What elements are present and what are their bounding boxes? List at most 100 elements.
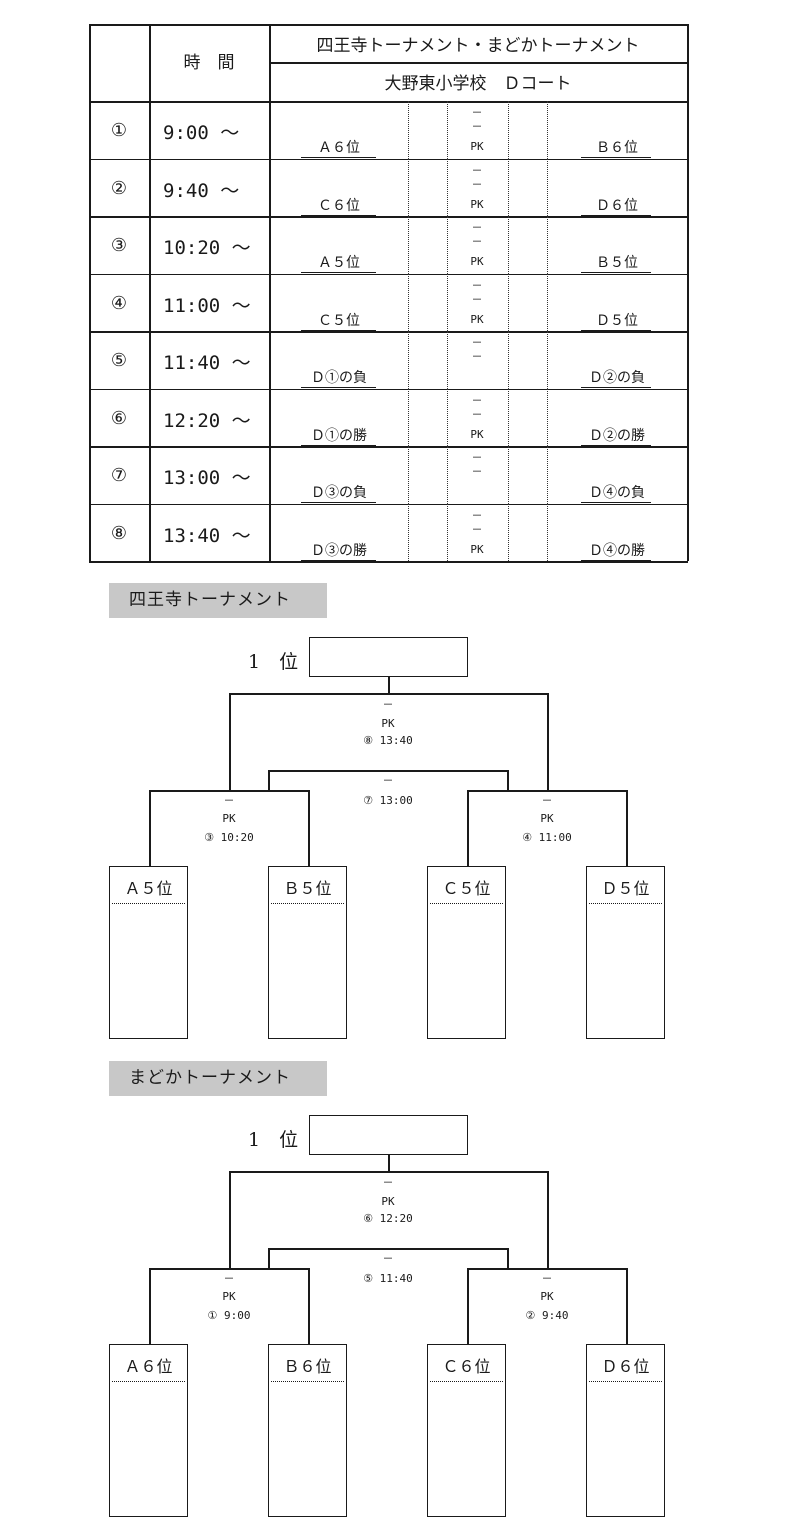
score-divider <box>408 101 409 159</box>
bracket-line <box>467 790 627 792</box>
match-number: ④ <box>110 292 128 314</box>
winner-box <box>309 637 468 677</box>
team-right: Ｄ②の勝 <box>589 427 645 444</box>
score-divider <box>508 101 509 159</box>
team-left: Ａ５位 <box>318 255 360 271</box>
score-divider <box>547 216 548 274</box>
team-divider <box>430 903 503 904</box>
team-box: Ｃ５位 <box>427 866 506 1039</box>
table-border <box>687 24 689 561</box>
table-border <box>89 24 91 561</box>
team-box: Ａ６位 <box>109 1344 188 1517</box>
team-right: Ｂ５位 <box>596 255 638 271</box>
table-border <box>269 24 271 561</box>
team-right: Ｄ④の負 <box>589 485 645 501</box>
bracket-line <box>268 770 270 790</box>
semi-right-pk: PK <box>540 1290 554 1303</box>
score-divider <box>508 388 509 446</box>
match-time: 9:00 ～ <box>163 122 240 144</box>
pk-label: PK <box>470 255 484 268</box>
score-divider <box>447 216 448 274</box>
team-underline <box>301 214 376 216</box>
team-underline <box>581 214 651 216</box>
score-dash: － <box>471 163 483 177</box>
bracket-line <box>268 1248 270 1268</box>
final-dash: － <box>382 698 394 711</box>
score-divider <box>447 503 448 561</box>
bracket-line <box>308 790 310 867</box>
table-title: 四王寺トーナメント・まどかトーナメント <box>316 36 640 56</box>
team-left: Ｃ５位 <box>318 312 360 329</box>
bracket-line <box>467 790 469 867</box>
pk-label: PK <box>470 197 484 211</box>
semi-left-dash: － <box>223 1272 235 1285</box>
team-underline <box>301 444 376 446</box>
semi-right-pk: PK <box>540 812 554 825</box>
semi-left-pk: PK <box>222 812 236 825</box>
table-border <box>89 273 687 275</box>
table-border <box>89 216 687 218</box>
score-divider <box>508 446 509 504</box>
team-underline <box>301 502 376 503</box>
team-left: Ｃ６位 <box>318 197 360 214</box>
bracket-line <box>308 1268 310 1345</box>
score-divider <box>447 158 448 216</box>
team-underline <box>301 559 376 561</box>
team-divider <box>271 903 344 904</box>
pk-label: PK <box>470 312 484 326</box>
score-divider <box>447 331 448 389</box>
score-divider <box>447 388 448 446</box>
team-left: Ｄ①の負 <box>311 370 367 386</box>
team-underline <box>301 272 376 273</box>
score-dash: － <box>471 465 483 478</box>
semi-right-match: ② 9:40 <box>525 1309 569 1322</box>
score-divider <box>508 503 509 561</box>
semi-right-match: ④ 11:00 <box>522 831 572 844</box>
team-right: Ｄ６位 <box>596 197 638 214</box>
team-right: Ｄ５位 <box>596 312 638 329</box>
venue-header: 大野東小学校 Ｄコート <box>384 74 572 94</box>
team-underline <box>581 444 651 446</box>
match-time: 11:40 ～ <box>163 352 251 374</box>
score-dash: － <box>471 508 483 522</box>
bracket-line <box>626 1268 628 1345</box>
team-divider <box>430 1381 503 1382</box>
table-border <box>149 24 151 561</box>
score-divider <box>447 101 448 159</box>
score-dash: － <box>471 106 483 119</box>
team-box: Ｄ５位 <box>586 866 665 1039</box>
match-time: 13:40 ～ <box>163 524 251 547</box>
score-dash: － <box>471 292 483 306</box>
team-divider <box>589 1381 662 1382</box>
semi-left-match: ① 9:00 <box>207 1309 251 1322</box>
score-dash: － <box>471 350 483 363</box>
bracket-line <box>268 770 508 772</box>
team-right: Ｄ④の勝 <box>589 542 645 559</box>
semi-right-dash: － <box>541 794 553 807</box>
final-match: ⑧ 13:40 <box>363 734 413 747</box>
score-dash: － <box>471 451 483 464</box>
bracket-line <box>229 1171 548 1173</box>
team-name: Ｂ６位 <box>283 1357 332 1376</box>
score-dash: － <box>471 278 483 292</box>
match-number: ② <box>110 177 128 199</box>
match-time: 9:40 ～ <box>163 179 240 202</box>
score-divider <box>408 216 409 274</box>
table-border <box>89 158 687 160</box>
team-name: Ｄ６位 <box>601 1357 650 1376</box>
team-left: Ｄ①の勝 <box>311 427 367 444</box>
team-name: Ｃ６位 <box>442 1357 491 1376</box>
score-dash: － <box>471 120 483 133</box>
score-divider <box>408 273 409 331</box>
third-dash: － <box>382 774 394 787</box>
table-border <box>89 446 687 448</box>
team-underline <box>581 272 651 273</box>
team-right: Ｂ６位 <box>596 140 638 156</box>
match-time: 11:00 ～ <box>163 294 251 317</box>
team-underline <box>301 387 376 388</box>
score-divider <box>447 446 448 504</box>
score-dash: － <box>471 522 483 536</box>
score-divider <box>547 388 548 446</box>
rank-label: 1 位 <box>248 651 299 673</box>
team-left: Ｄ③の勝 <box>311 542 367 559</box>
